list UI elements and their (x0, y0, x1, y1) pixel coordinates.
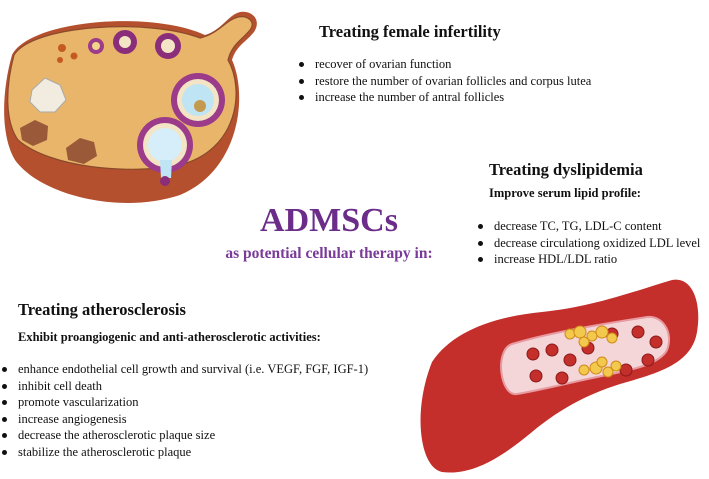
list-item: recover of ovarian function (297, 56, 591, 73)
atherosclerosis-heading: Treating atherosclerosis (18, 300, 186, 319)
list-item: decrease the atherosclerotic plaque size (0, 427, 368, 444)
list-item: promote vascularization (0, 394, 368, 411)
infertility-heading: Treating female infertility (319, 22, 501, 41)
blood-vessel-illustration (420, 279, 699, 473)
list-item: decrease circulationg oxidized LDL level (476, 235, 700, 252)
dyslipidemia-list: decrease TC, TG, LDL-C content decrease … (476, 218, 700, 268)
list-item: increase the number of antral follicles (297, 89, 591, 106)
list-item: restore the number of ovarian follicles … (297, 73, 591, 90)
center-subtitle: as potential cellular therapy in: (225, 245, 433, 262)
vessel-lumen (500, 315, 670, 396)
list-item: increase angiogenesis (0, 411, 368, 428)
follicle-small (57, 57, 63, 63)
corpus-luteum (20, 120, 97, 164)
list-item: decrease TC, TG, LDL-C content (476, 218, 700, 235)
corpus-albicans (29, 77, 67, 113)
center-title: ADMSCs (260, 202, 398, 239)
dyslipidemia-heading: Treating dyslipidemia (489, 160, 643, 179)
atherosclerotic-plaque (564, 325, 622, 378)
ovary-illustration (4, 11, 257, 203)
atherosclerosis-list: enhance endothelial cell growth and surv… (0, 361, 368, 461)
infertility-list: recover of ovarian function restore the … (297, 56, 591, 106)
atherosclerosis-subtitle: Exhibit proangiogenic and anti-atheroscl… (18, 330, 321, 344)
follicle-small (70, 52, 78, 60)
dyslipidemia-subtitle: Improve serum lipid profile: (489, 186, 641, 200)
oocyte (160, 176, 170, 186)
list-item: inhibit cell death (0, 378, 368, 395)
list-item: enhance endothelial cell growth and surv… (0, 361, 368, 378)
list-item: stabilize the atherosclerotic plaque (0, 444, 368, 461)
follicle-small (58, 44, 66, 52)
ovary-body (7, 16, 253, 170)
list-item: increase HDL/LDL ratio (476, 251, 700, 268)
